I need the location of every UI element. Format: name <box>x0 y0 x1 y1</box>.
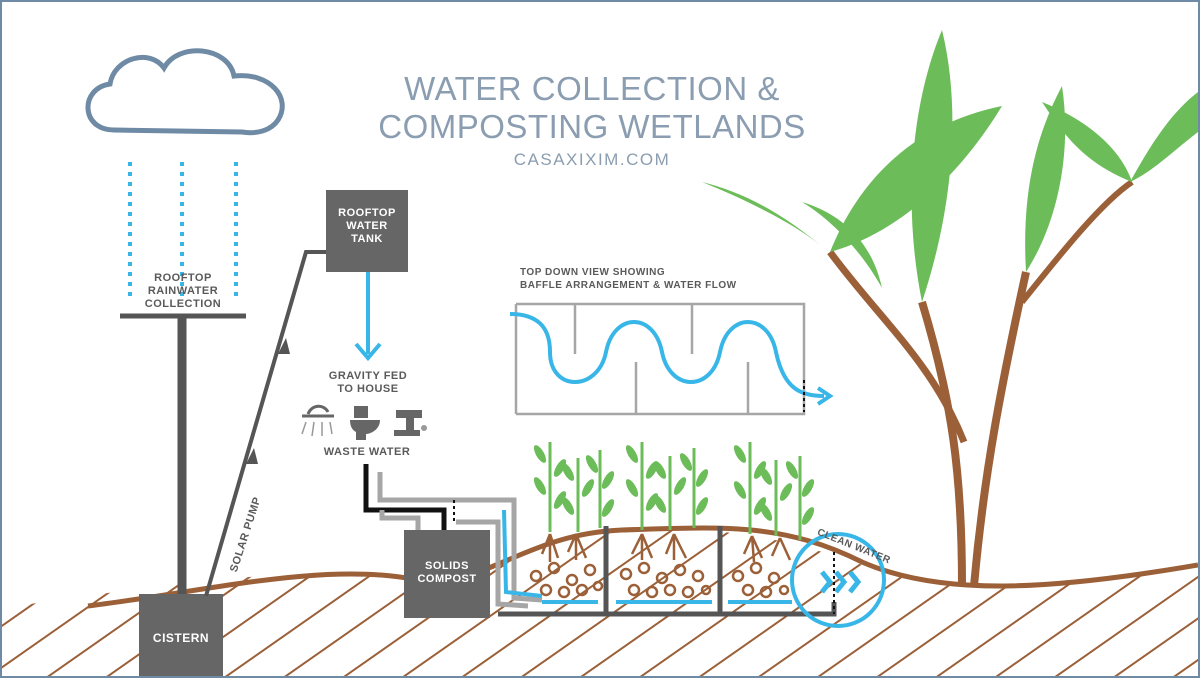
blue-flow-pipe <box>502 509 543 598</box>
cistern-box <box>139 594 223 676</box>
tank-label-line-1: ROOFTOP <box>338 207 396 219</box>
solids-compost-label: SOLIDS COMPOST <box>404 560 490 586</box>
pump-arrow-1 <box>246 448 258 464</box>
solids-label-line-2: COMPOST <box>417 573 477 585</box>
tree-icon <box>702 30 1198 587</box>
top-down-label-line-2: BAFFLE ARRANGEMENT & WATER FLOW <box>520 280 737 291</box>
top-down-label: TOP DOWN VIEW SHOWING BAFFLE ARRANGEMENT… <box>520 266 820 292</box>
baffle-flow <box>509 312 825 398</box>
page-title: WATER COLLECTION & COMPOSTING WETLANDS <box>332 70 852 146</box>
solids-label-line-1: SOLIDS <box>425 560 469 572</box>
shower-icon <box>301 404 334 437</box>
tank-label-line-2: WATER <box>346 220 388 232</box>
tank-label: ROOFTOP WATER TANK <box>326 207 408 246</box>
gravity-label-line-2: TO HOUSE <box>337 383 399 395</box>
rain <box>128 162 238 302</box>
solar-pump-pipe <box>204 250 326 597</box>
tank-box <box>326 190 408 272</box>
gravity-arrow <box>354 342 382 362</box>
pump-arrow-2 <box>278 338 290 354</box>
clean-water-circle <box>790 532 886 628</box>
waste-water-label: WASTE WATER <box>323 446 411 458</box>
roots <box>540 533 792 563</box>
title-line-1: WATER COLLECTION & <box>404 70 780 107</box>
baffle-arrow <box>816 386 834 406</box>
ground-hatch <box>2 529 1198 676</box>
gray-pipe-3 <box>456 519 529 609</box>
rainwater-label-line-3: COLLECTION <box>144 298 222 310</box>
tank-label-line-3: TANK <box>351 233 383 245</box>
gray-pipe-1 <box>377 472 543 603</box>
plant-icon <box>533 442 815 540</box>
toilet-icon <box>350 406 380 440</box>
rainwater-label-line-2: RAINWATER <box>147 285 219 297</box>
cistern-label: CISTERN <box>152 631 210 645</box>
black-waste-pipe <box>363 464 447 534</box>
title-line-2: COMPOSTING WETLANDS <box>378 108 806 145</box>
faucet-icon <box>394 410 427 436</box>
gray-pipe-2 <box>379 510 421 534</box>
website-label: CASAXIXIM.COM <box>513 150 671 169</box>
gravity-label-line-1: GRAVITY FED <box>328 370 408 382</box>
baffle-view <box>514 302 806 416</box>
rainwater-label: ROOFTOP RAINWATER COLLECTION <box>120 272 246 311</box>
gravity-label: GRAVITY FED TO HOUSE <box>308 370 428 396</box>
clean-water-chevrons <box>820 570 862 594</box>
solids-compost-box <box>404 530 490 618</box>
gravel <box>529 561 790 599</box>
cloud-icon <box>85 48 285 136</box>
top-down-label-line-1: TOP DOWN VIEW SHOWING <box>520 267 666 278</box>
rainwater-label-line-1: ROOFTOP <box>154 272 212 284</box>
